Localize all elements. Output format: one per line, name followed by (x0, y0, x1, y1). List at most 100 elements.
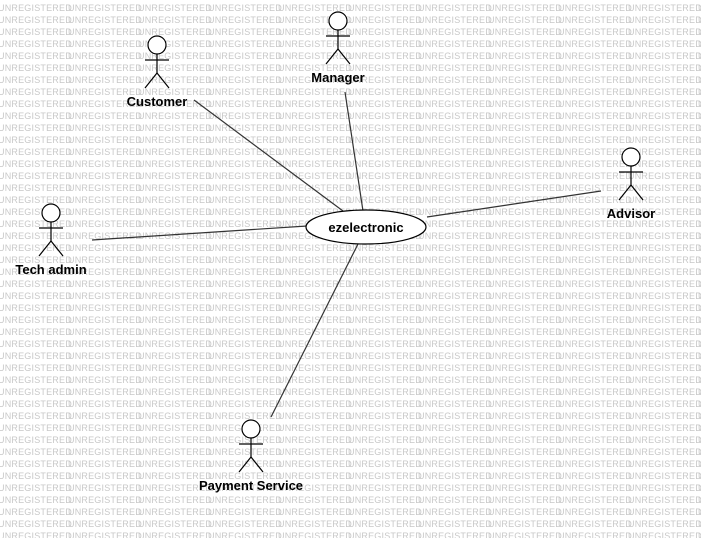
watermark-text: UNREGISTERED (208, 231, 282, 241)
watermark-text: UNREGISTERED (418, 231, 492, 241)
watermark-text: UNREGISTERED (0, 291, 72, 301)
watermark-text: UNREGISTERED (488, 195, 562, 205)
watermark-text: UNREGISTERED (68, 195, 142, 205)
watermark-text: UNREGISTERED (0, 135, 72, 145)
use-case-ellipse[interactable] (305, 209, 427, 245)
watermark-text: UNREGISTERED (278, 147, 352, 157)
watermark-text: UNREGISTERED (138, 195, 212, 205)
watermark-text: UNREGISTERED (68, 135, 142, 145)
watermark-text: UNREGISTERED (418, 423, 492, 433)
watermark-text: UNREGISTERED (418, 315, 492, 325)
watermark-text: UNREGISTERED (698, 507, 701, 517)
watermark-text: UNREGISTERED (488, 459, 562, 469)
watermark-text: UNREGISTERED (68, 219, 142, 229)
watermark-text: UNREGISTERED (698, 375, 701, 385)
watermark-text: UNREGISTERED (558, 3, 632, 13)
watermark-text: UNREGISTERED (418, 363, 492, 373)
watermark-text: UNREGISTERED (628, 399, 701, 409)
watermark-text: UNREGISTERED (558, 207, 632, 217)
watermark-text: UNREGISTERED (68, 123, 142, 133)
watermark-text: UNREGISTERED (208, 435, 282, 445)
watermark-text: UNREGISTERED (628, 27, 701, 37)
watermark-text: UNREGISTERED (0, 111, 72, 121)
association-advisor[interactable] (426, 190, 602, 218)
actor-left-leg (238, 456, 252, 473)
watermark-text: UNREGISTERED (278, 495, 352, 505)
watermark-text: UNREGISTERED (0, 315, 72, 325)
watermark-text: UNREGISTERED (0, 171, 72, 181)
watermark-text: UNREGISTERED (558, 303, 632, 313)
watermark-text: UNREGISTERED (628, 519, 701, 529)
watermark-text: UNREGISTERED (0, 447, 72, 457)
watermark-text: UNREGISTERED (488, 207, 562, 217)
watermark-text: UNREGISTERED (628, 39, 701, 49)
watermark-text: UNREGISTERED (558, 495, 632, 505)
watermark-text: UNREGISTERED (68, 495, 142, 505)
watermark-text: UNREGISTERED (628, 267, 701, 277)
watermark-text: UNREGISTERED (488, 471, 562, 481)
watermark-text: UNREGISTERED (558, 159, 632, 169)
watermark-text: UNREGISTERED (698, 459, 701, 469)
actor-left-leg (618, 184, 632, 201)
watermark-text: UNREGISTERED (628, 171, 701, 181)
watermark-text: UNREGISTERED (558, 183, 632, 193)
use-case-ezelectronic[interactable]: ezelectronic (305, 209, 427, 245)
watermark-text: UNREGISTERED (0, 303, 72, 313)
watermark-text: UNREGISTERED (488, 375, 562, 385)
watermark-text: UNREGISTERED (138, 219, 212, 229)
watermark-text: UNREGISTERED (68, 531, 142, 538)
watermark-text: UNREGISTERED (68, 267, 142, 277)
watermark-text: UNREGISTERED (68, 231, 142, 241)
watermark-text: UNREGISTERED (208, 243, 282, 253)
watermark-text: UNREGISTERED (628, 303, 701, 313)
watermark-text: UNREGISTERED (138, 207, 212, 217)
actor-head (147, 35, 167, 55)
watermark-text: UNREGISTERED (418, 375, 492, 385)
watermark-text: UNREGISTERED (558, 315, 632, 325)
watermark-text: UNREGISTERED (348, 135, 422, 145)
watermark-text: UNREGISTERED (698, 231, 701, 241)
watermark-text: UNREGISTERED (698, 75, 701, 85)
watermark-text: UNREGISTERED (698, 171, 701, 181)
watermark-text: UNREGISTERED (418, 87, 492, 97)
actor-customer[interactable]: Customer (127, 35, 188, 109)
watermark-text: UNREGISTERED (278, 447, 352, 457)
watermark-text: UNREGISTERED (558, 63, 632, 73)
watermark-text: UNREGISTERED (558, 459, 632, 469)
watermark-text: UNREGISTERED (138, 315, 212, 325)
watermark-text: UNREGISTERED (208, 147, 282, 157)
actor-payment-service[interactable]: Payment Service (199, 419, 303, 493)
watermark-text: UNREGISTERED (138, 471, 212, 481)
watermark-text: UNREGISTERED (418, 339, 492, 349)
watermark-text: UNREGISTERED (698, 15, 701, 25)
watermark-text: UNREGISTERED (278, 99, 352, 109)
watermark-text: UNREGISTERED (138, 303, 212, 313)
watermark-text: UNREGISTERED (208, 135, 282, 145)
actor-tech-admin[interactable]: Tech admin (15, 203, 87, 277)
watermark-text: UNREGISTERED (698, 255, 701, 265)
watermark-text: UNREGISTERED (558, 75, 632, 85)
actor-advisor[interactable]: Advisor (607, 147, 655, 221)
watermark-text: UNREGISTERED (558, 51, 632, 61)
watermark-text: UNREGISTERED (488, 411, 562, 421)
association-manager[interactable] (344, 91, 364, 212)
watermark-text: UNREGISTERED (698, 411, 701, 421)
association-payment-service[interactable] (270, 243, 359, 418)
watermark-text: UNREGISTERED (628, 459, 701, 469)
watermark-text: UNREGISTERED (418, 3, 492, 13)
actor-manager[interactable]: Manager (311, 11, 365, 85)
watermark-text: UNREGISTERED (348, 195, 422, 205)
association-customer[interactable] (193, 99, 344, 212)
watermark: UNREGISTEREDUNREGISTEREDUNREGISTEREDUNRE… (0, 3, 701, 538)
watermark-text: UNREGISTERED (68, 519, 142, 529)
association-tech-admin[interactable] (91, 225, 308, 241)
watermark-text: UNREGISTERED (138, 15, 212, 25)
watermark-text: UNREGISTERED (208, 387, 282, 397)
watermark-text: UNREGISTERED (488, 255, 562, 265)
watermark-text: UNREGISTERED (0, 279, 72, 289)
watermark-text: UNREGISTERED (348, 399, 422, 409)
watermark-text: UNREGISTERED (348, 291, 422, 301)
watermark-text: UNREGISTERED (0, 363, 72, 373)
watermark-text: UNREGISTERED (348, 75, 422, 85)
watermark-text: UNREGISTERED (138, 459, 212, 469)
